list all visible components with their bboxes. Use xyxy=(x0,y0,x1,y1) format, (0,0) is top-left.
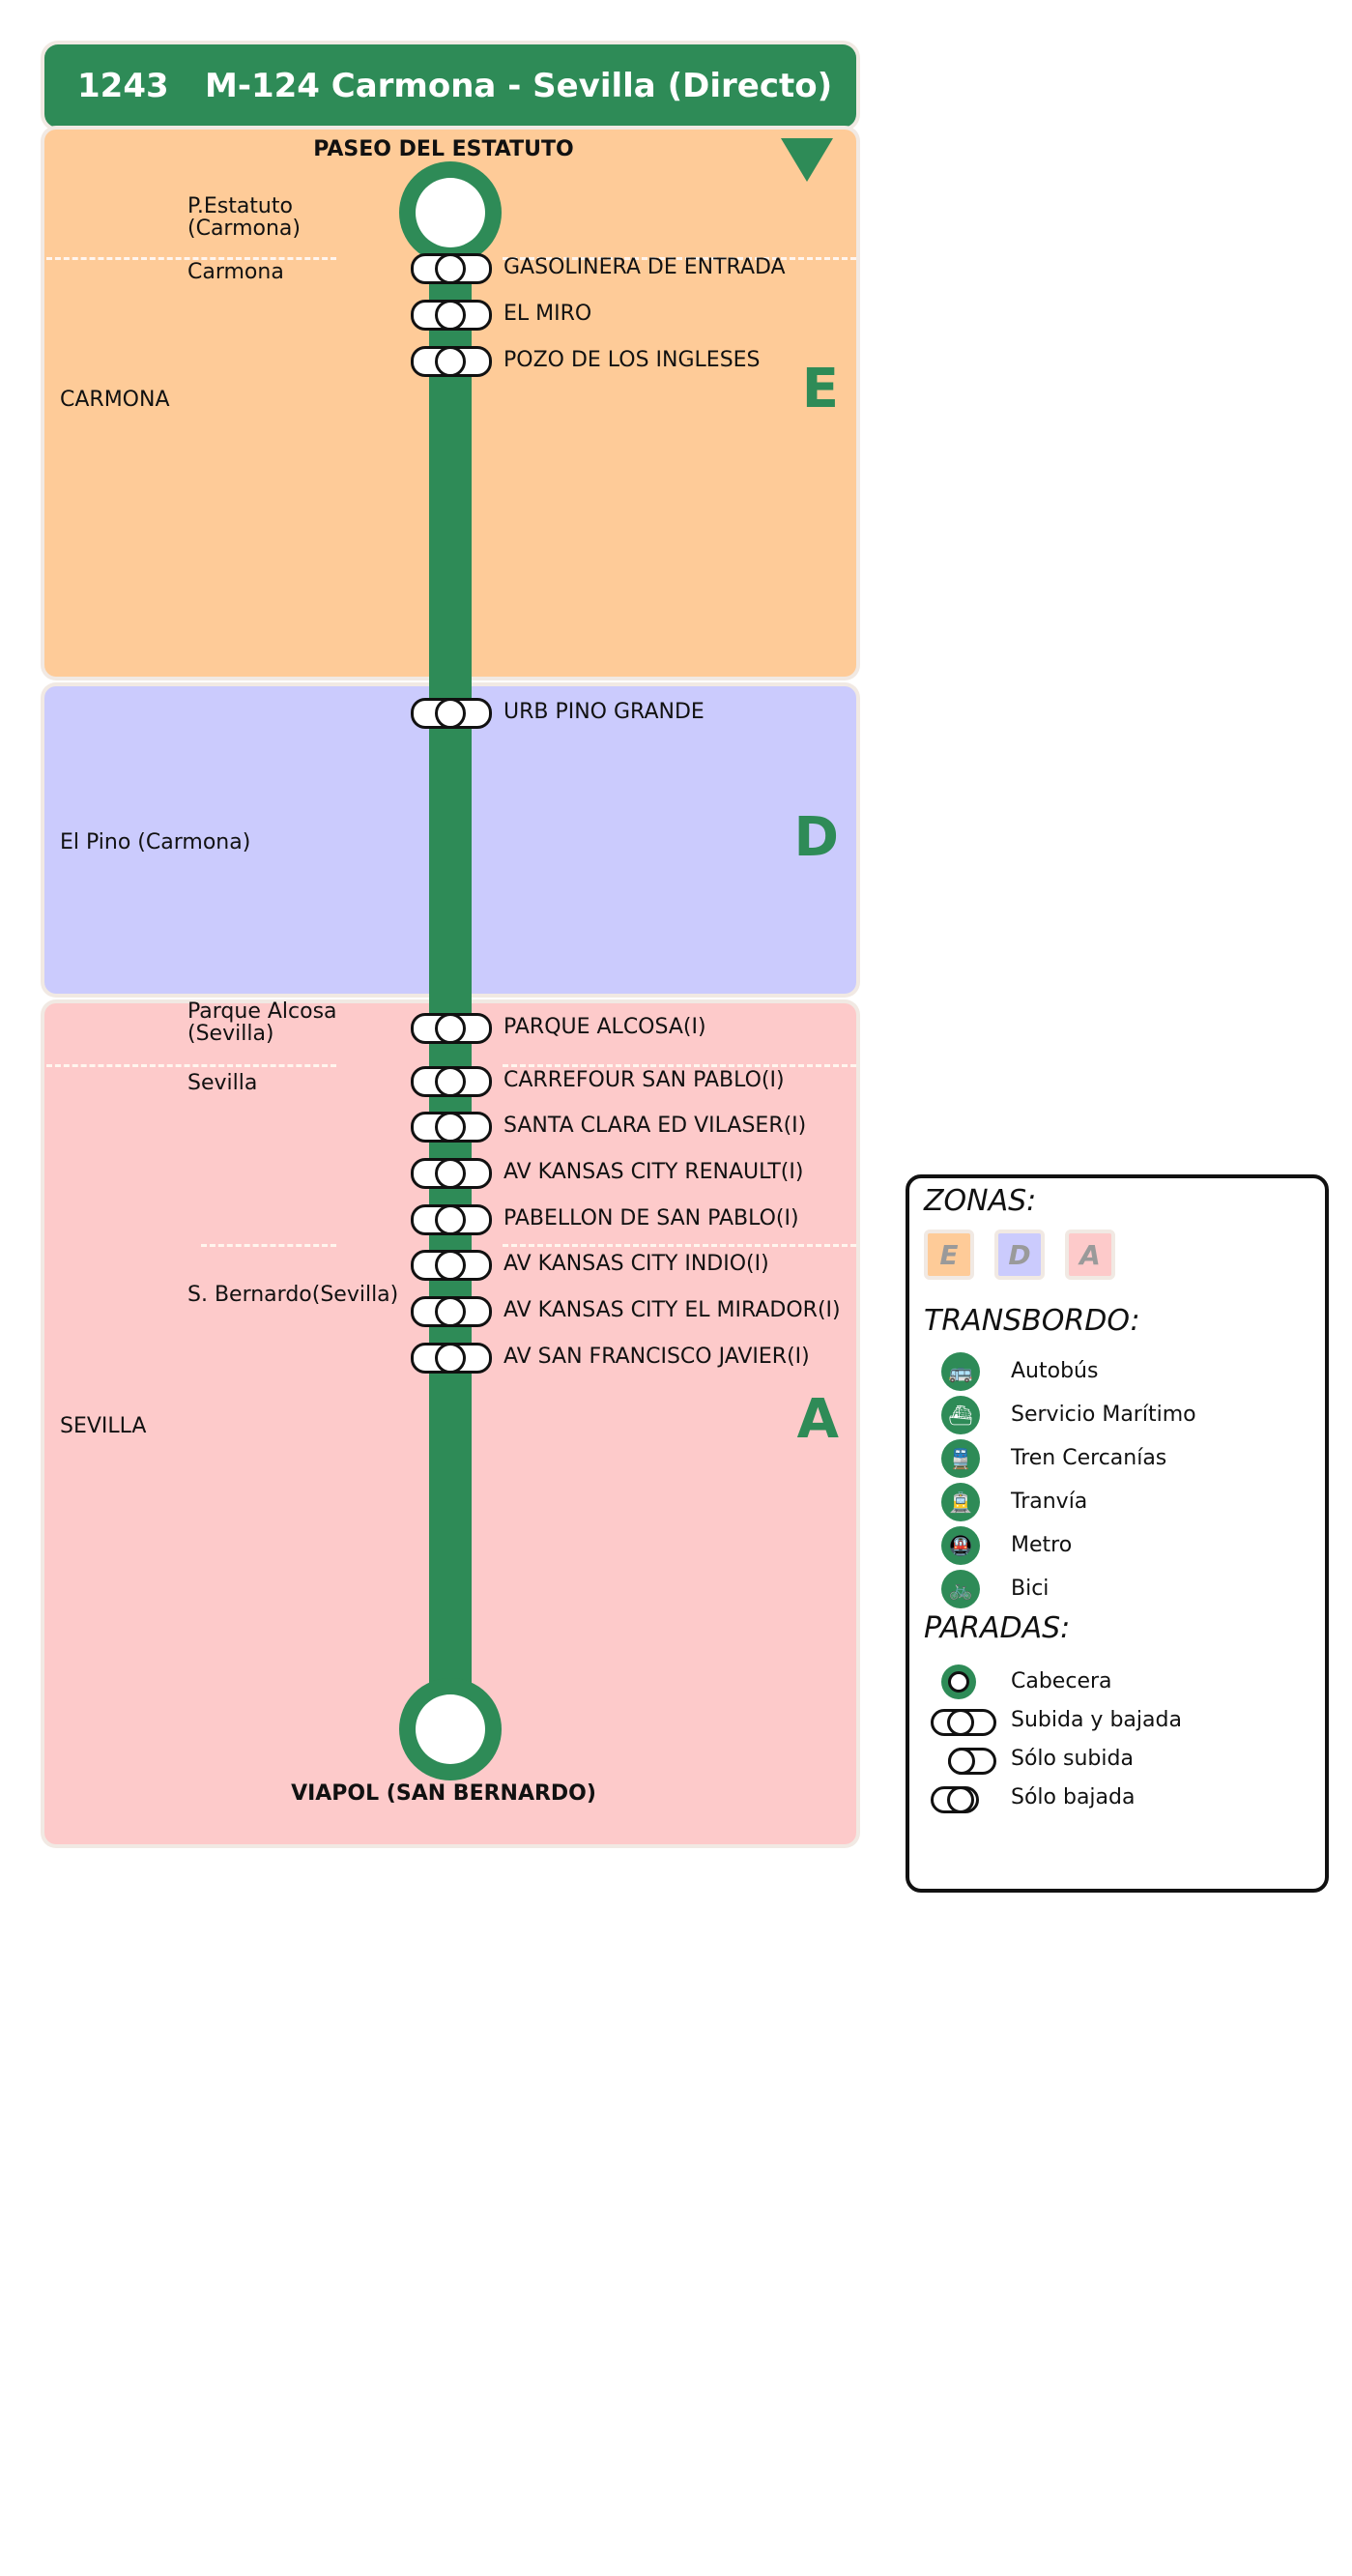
origin-terminal-stop xyxy=(399,161,502,264)
stop-label: EL MIRO xyxy=(503,302,592,326)
stop-marker xyxy=(411,1013,492,1044)
legend-paradas-title: PARADAS: xyxy=(924,1611,1071,1645)
stop-marker xyxy=(411,1112,492,1143)
down-triangle-icon xyxy=(781,138,833,182)
legend-parada-label: Cabecera xyxy=(1011,1669,1112,1693)
stop-label: POZO DE LOS INGLESES xyxy=(503,348,761,372)
legend-parada-label: Subida y bajada xyxy=(1011,1708,1182,1732)
stop-label: AV KANSAS CITY RENAULT(I) xyxy=(503,1160,804,1184)
stop-marker xyxy=(411,253,492,284)
metro-icon: 🚇 xyxy=(941,1526,980,1565)
route-line xyxy=(429,193,472,1759)
route-name: M-124 Carmona - Sevilla (Directo) xyxy=(205,67,833,105)
municipality-label: S. Bernardo(Sevilla) xyxy=(187,1283,399,1307)
legend-transbordo-label: Tren Cercanías xyxy=(1011,1446,1167,1470)
municipality-boundary xyxy=(503,257,856,260)
zone-area-label: El Pino (Carmona) xyxy=(60,830,251,854)
municipality-boundary xyxy=(201,1244,336,1247)
stop-marker xyxy=(411,346,492,377)
stop-label: URB PINO GRANDE xyxy=(503,700,705,724)
legend-transbordo-label: Tranvía xyxy=(1011,1490,1088,1514)
stop-label: CARREFOUR SAN PABLO(I) xyxy=(503,1068,785,1092)
legend-parada-label: Sólo subida xyxy=(1011,1747,1134,1771)
stop-label: AV SAN FRANCISCO JAVIER(I) xyxy=(503,1345,810,1369)
stop-label: AV KANSAS CITY INDIO(I) xyxy=(503,1252,769,1276)
route-code: 1243 xyxy=(77,67,169,105)
legend-transbordo-label: Servicio Marítimo xyxy=(1011,1403,1196,1427)
municipality-boundary xyxy=(46,1064,336,1067)
stop-marker xyxy=(411,1250,492,1281)
train-icon: 🚆 xyxy=(941,1439,980,1478)
route-header: 1243 M-124 Carmona - Sevilla (Directo) xyxy=(44,44,856,128)
stop-label: AV KANSAS CITY EL MIRADOR(I) xyxy=(503,1298,841,1322)
stop-label: PARQUE ALCOSA(I) xyxy=(503,1015,706,1039)
municipality-label: Carmona xyxy=(187,260,284,284)
zone-letter-A: A xyxy=(796,1388,839,1451)
tram-icon: 🚊 xyxy=(941,1483,980,1521)
stop-marker xyxy=(411,1204,492,1235)
stop-label: GASOLINERA DE ENTRADA xyxy=(503,255,786,279)
legend-transbordo-title: TRANSBORDO: xyxy=(924,1304,1140,1338)
legend-zone-letter: A xyxy=(1079,1238,1101,1271)
stop-marker xyxy=(411,1296,492,1327)
stop-marker xyxy=(411,698,492,729)
legend-zone-D-swatch: D xyxy=(994,1230,1045,1280)
legend: ZONAS: E D A TRANSBORDO: 🚌 Autobús ⛴ Ser… xyxy=(906,1174,1329,1893)
municipality-label: Sevilla xyxy=(187,1071,258,1095)
stop-marker xyxy=(411,1066,492,1097)
legend-parada-label: Sólo bajada xyxy=(1011,1785,1136,1809)
stop-label: SANTA CLARA ED VILASER(I) xyxy=(503,1114,807,1138)
legend-transbordo-label: Autobús xyxy=(1011,1359,1099,1383)
bus-icon: 🚌 xyxy=(941,1352,980,1391)
bike-icon: 🚲 xyxy=(941,1570,980,1608)
zone-area-label: CARMONA xyxy=(60,388,170,412)
legend-zone-E-swatch: E xyxy=(924,1230,974,1280)
municipality-boundary xyxy=(46,257,336,260)
terminal-stop-icon xyxy=(941,1664,976,1699)
municipality-boundary xyxy=(503,1064,856,1067)
destination-terminal-stop xyxy=(399,1678,502,1780)
zone-area-label: SEVILLA xyxy=(60,1414,147,1438)
stop-marker xyxy=(411,1343,492,1374)
legend-zonas-title: ZONAS: xyxy=(924,1184,1037,1218)
legend-transbordo-label: Bici xyxy=(1011,1577,1050,1601)
legend-zone-letter: E xyxy=(939,1238,959,1271)
legend-transbordo-label: Metro xyxy=(1011,1533,1073,1557)
stop-marker xyxy=(411,300,492,331)
stop-marker xyxy=(411,1158,492,1189)
municipality-label: P.Estatuto (Carmona) xyxy=(187,194,301,241)
legend-zone-A-swatch: A xyxy=(1065,1230,1115,1280)
zone-letter-D: D xyxy=(793,806,839,869)
municipality-label: Parque Alcosa (Sevilla) xyxy=(187,999,337,1046)
stop-label: PABELLON DE SAN PABLO(I) xyxy=(503,1206,799,1230)
municipality-boundary xyxy=(503,1244,856,1247)
zone-letter-E: E xyxy=(801,358,839,420)
destination-terminal-label: VIAPOL (SAN BERNARDO) xyxy=(291,1781,596,1806)
ship-icon: ⛴ xyxy=(941,1396,980,1434)
legend-zone-letter: D xyxy=(1008,1238,1031,1271)
origin-terminal-label: PASEO DEL ESTATUTO xyxy=(313,137,574,161)
